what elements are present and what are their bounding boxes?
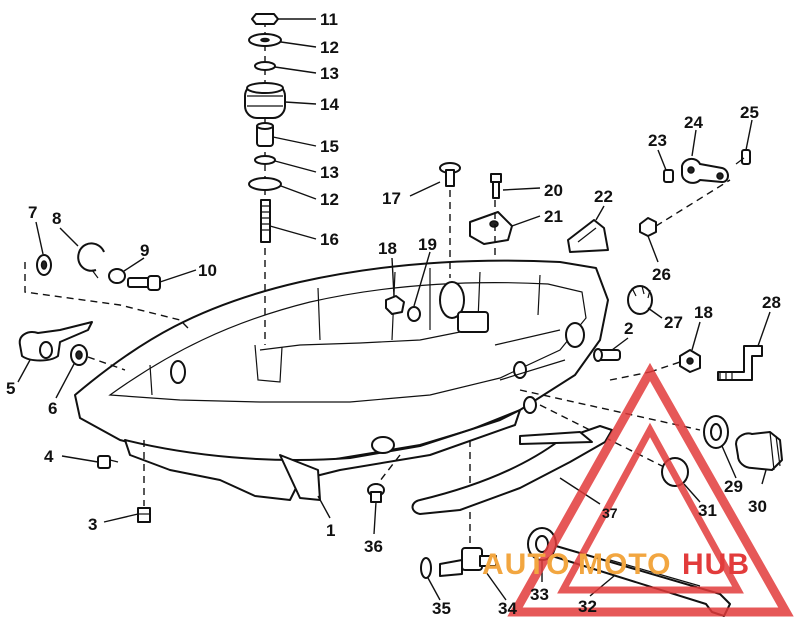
label-30: 30 [748,497,767,516]
label-6: 6 [48,399,57,418]
label-31: 31 [698,501,717,520]
watermark-logo: AUTO MOTO HUB [482,362,794,617]
label-25: 25 [740,103,759,122]
label-3: 3 [88,515,97,534]
label-18a: 18 [378,239,397,258]
label-16: 16 [320,230,339,249]
label-15: 15 [320,137,339,156]
label-8: 8 [52,209,61,228]
label-33: 33 [530,585,549,604]
label-14: 14 [320,95,339,114]
label-23: 23 [648,131,667,150]
label-13b: 13 [320,163,339,182]
label-32: 32 [578,597,597,616]
label-1: 1 [326,521,335,540]
watermark-text-moto: MOTO [578,548,671,581]
watermark-text-auto: AUTO [482,548,570,581]
label-12b: 12 [320,190,339,209]
label-27: 27 [664,313,683,332]
label-24: 24 [684,113,703,132]
label-36: 36 [364,537,383,556]
label-29: 29 [724,477,743,496]
label-5: 5 [6,379,15,398]
right-upper-leaders [611,119,771,351]
label-28: 28 [762,293,781,312]
label-19: 19 [418,235,437,254]
label-12a: 12 [320,38,339,57]
label-21: 21 [544,207,563,226]
label-10: 10 [198,261,217,280]
label-11: 11 [320,10,338,29]
label-13a: 13 [320,64,339,83]
stack-leaders [269,18,317,240]
top-middle-leaders [391,181,605,307]
label-17: 17 [382,189,401,208]
label-2: 2 [624,319,633,338]
label-7: 7 [28,203,37,222]
watermark-text-hub: HUB [682,548,750,581]
top-middle-parts [385,162,609,322]
label-22: 22 [594,187,613,206]
label-4: 4 [44,447,54,466]
label-9: 9 [140,241,149,260]
left-parts [18,242,191,523]
label-18b: 18 [694,303,713,322]
right-upper-parts [593,149,763,381]
part-number-labels: 11 12 13 14 15 13 12 16 7 8 9 10 5 6 4 3… [6,10,781,618]
lower-motor-cover [74,259,609,501]
mount-stack [244,13,286,345]
label-35: 35 [432,599,451,618]
label-26: 26 [652,265,671,284]
left-leaders [17,221,197,523]
label-37: 37 [602,505,618,521]
label-20: 20 [544,181,563,200]
label-34: 34 [498,599,517,618]
